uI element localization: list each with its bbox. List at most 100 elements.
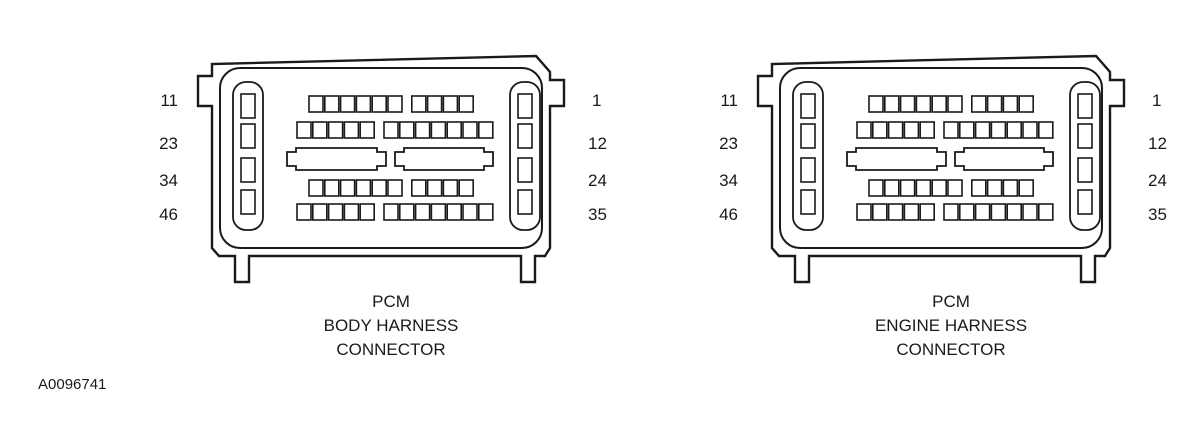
pin-cavity (915, 95, 932, 113)
connector-caption-line: CONNECTOR (896, 340, 1005, 359)
body-harness-connector: 11 23 34 46 1 12 24 35 PCM BODY HARNESS … (159, 54, 607, 359)
pin-cavity (446, 203, 463, 221)
pin-cavity (970, 95, 987, 113)
right-large-terminal (394, 147, 494, 171)
connector-caption-line: ENGINE HARNESS (875, 316, 1027, 335)
pin-cavity (462, 121, 478, 139)
right-pin-number: 24 (1148, 171, 1167, 190)
pin-cavity (856, 121, 872, 139)
pin-cavity (1018, 95, 1035, 113)
pin-cavity (1022, 121, 1038, 139)
right-pin-column (1069, 81, 1101, 231)
pin-cavity (327, 121, 344, 139)
pin-row-top (308, 95, 475, 113)
pin-cavity (943, 203, 959, 221)
side-pin-cavity (240, 157, 256, 183)
pin-cavity (986, 179, 1003, 197)
pin-cavity (1038, 203, 1054, 221)
pin-cavity (308, 179, 324, 197)
pin-cavity (943, 121, 959, 139)
left-pin-number: 11 (720, 91, 738, 110)
pin-cavity (414, 121, 431, 139)
pin-cavity (958, 121, 975, 139)
pin-cavity (371, 179, 388, 197)
connector-caption-line: PCM (372, 292, 410, 311)
pin-cavity (947, 95, 963, 113)
pin-cavity (899, 95, 916, 113)
left-pin-number: 23 (159, 134, 178, 153)
pin-cavity (410, 95, 427, 113)
side-pin-cavity (800, 157, 816, 183)
pin-row-upper (296, 121, 494, 139)
pin-cavity (343, 203, 360, 221)
pin-cavity (296, 121, 312, 139)
pin-row-lower (308, 179, 475, 197)
pin-cavity (414, 203, 431, 221)
pin-cavity (343, 121, 360, 139)
side-pin-cavity (1077, 93, 1093, 119)
pin-cavity (339, 95, 356, 113)
side-pin-cavity (1077, 189, 1093, 215)
pin-cavity (871, 121, 888, 139)
left-large-terminal (286, 147, 387, 171)
left-pin-number: 11 (160, 91, 178, 110)
pin-row-bottom (856, 203, 1054, 221)
connector-caption-line: CONNECTOR (336, 340, 445, 359)
pin-cavity (871, 203, 888, 221)
pin-cavity (477, 121, 494, 139)
pin-cavity (1002, 179, 1019, 197)
pin-cavity (958, 203, 975, 221)
pin-cavity (442, 179, 459, 197)
pin-cavity (339, 179, 356, 197)
right-pin-number: 12 (1148, 134, 1167, 153)
pin-cavity (323, 179, 340, 197)
pin-cavity (868, 179, 884, 197)
pin-row-upper (856, 121, 1054, 139)
side-pin-cavity (240, 93, 256, 119)
pin-cavity (919, 121, 936, 139)
pin-cavity (899, 179, 916, 197)
connector-inner-wall (219, 67, 543, 249)
pin-cavity (458, 179, 475, 197)
pin-cavity (931, 95, 948, 113)
pin-cavity (919, 203, 936, 221)
pin-cavity (359, 121, 376, 139)
engine-harness-connector: 11 23 34 46 1 12 24 35 PCM ENGINE HARNES… (719, 54, 1167, 359)
side-pin-cavity (240, 189, 256, 215)
pin-row-top (868, 95, 1035, 113)
pin-cavity (462, 203, 478, 221)
pin-cavity (311, 121, 328, 139)
side-pin-cavity (517, 93, 533, 119)
right-pin-number: 12 (588, 134, 607, 153)
pin-cavity (883, 95, 900, 113)
pin-cavity (426, 95, 443, 113)
pin-cavity (311, 203, 328, 221)
side-pin-cavity (800, 189, 816, 215)
pin-cavity (323, 95, 340, 113)
right-pin-number: 24 (588, 171, 607, 190)
left-pin-column (232, 81, 264, 231)
connector-caption-line: BODY HARNESS (324, 316, 459, 335)
pin-cavity (1006, 121, 1023, 139)
right-column-pins (517, 93, 533, 215)
pin-cavity (1006, 203, 1023, 221)
left-pin-column (792, 81, 824, 231)
pin-cavity (1018, 179, 1035, 197)
side-pin-cavity (1077, 123, 1093, 149)
left-pin-number: 46 (159, 205, 178, 224)
pin-cavity (442, 95, 459, 113)
pin-cavity (883, 179, 900, 197)
pin-cavity (458, 95, 475, 113)
right-column-pins (1077, 93, 1093, 215)
pin-cavity (355, 179, 372, 197)
left-large-terminal (846, 147, 947, 171)
pin-cavity (296, 203, 312, 221)
side-pin-cavity (240, 123, 256, 149)
left-column-pins (240, 93, 256, 215)
side-pin-cavity (1077, 157, 1093, 183)
pin-cavity (990, 203, 1007, 221)
pin-cavity (398, 121, 415, 139)
pin-cavity (990, 121, 1007, 139)
right-pin-number: 35 (588, 205, 607, 224)
pin-cavity (974, 121, 991, 139)
